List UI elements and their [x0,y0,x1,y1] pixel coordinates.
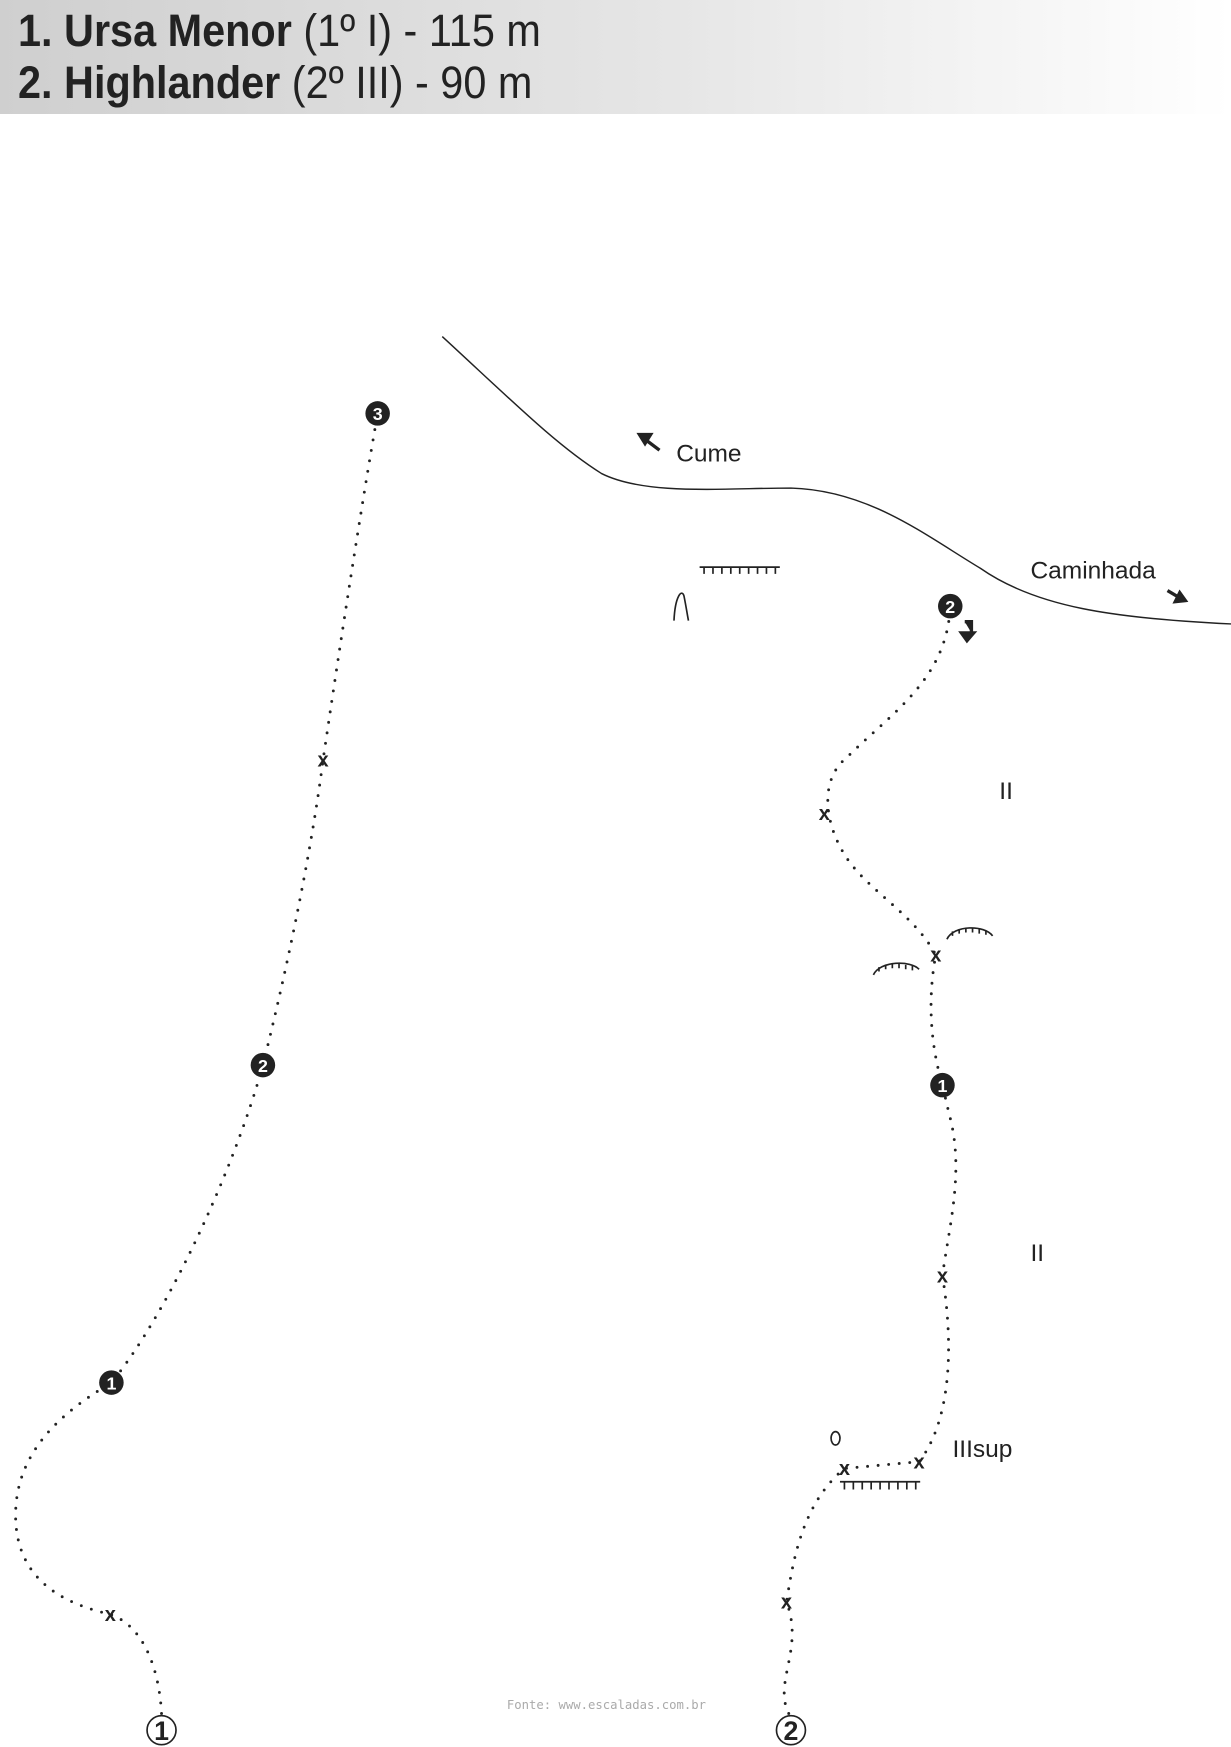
overhang-icon [872,927,994,976]
svg-text:2: 2 [945,597,955,617]
route2-name: Highlander [64,57,281,108]
route2-title: 2. Highlander (2º III) - 90 m [18,58,532,108]
bolt-marker: x [839,1458,850,1480]
route1-grade: (1º I) - 115 m [303,5,541,56]
arrow-down-icon [958,620,978,644]
svg-text:1: 1 [938,1076,948,1096]
arrow-up-left-icon [636,432,661,452]
route2-path [782,604,958,1715]
bolt-marker: x [317,750,328,772]
route1-number: 1. [18,5,53,56]
route1-belay-3: 3 [365,401,390,426]
route2-belay-1: 1 [930,1072,955,1098]
source-credit: Fonte: www.escaladas.com.br [507,1698,706,1712]
grade-label: IIIsup [952,1436,1012,1463]
route1-belay-1: 1 [99,1370,124,1395]
route2-grade: (2º III) - 90 m [291,57,533,108]
route2-number: 2. [18,57,53,108]
route2-belay-2: 2 [938,593,963,619]
route1-path [14,411,380,1715]
route2-start-marker: 2 [775,1714,807,1746]
bolt-marker: x [781,1592,792,1614]
summit-label: Cume [676,440,741,467]
route1-start-marker: 1 [146,1714,177,1746]
bolt-marker: x [105,1604,116,1626]
svg-text:1: 1 [106,1373,116,1393]
ridge-line [441,336,1231,625]
bolt-marker: x [819,803,830,825]
route1-name: Ursa Menor [64,5,292,56]
bolt-marker: x [937,1265,948,1287]
arch-icon [673,592,690,621]
roof-icon [699,566,780,574]
arrow-down-right-icon [1166,589,1189,604]
route1-belay-2: 2 [250,1052,276,1078]
svg-text:3: 3 [373,404,383,424]
walk-label: Caminhada [1030,557,1156,584]
svg-text:1: 1 [154,1716,169,1746]
svg-text:2: 2 [258,1056,268,1076]
grade-label: II [1030,1240,1044,1267]
grade-label: II [999,778,1013,805]
svg-text:2: 2 [784,1716,799,1746]
bolt-marker: x [913,1451,924,1473]
route1-title: 1. Ursa Menor (1º I) - 115 m [18,6,541,56]
hold-icon [830,1430,841,1446]
ledge-icon [839,1480,921,1490]
title-banner: 1. Ursa Menor (1º I) - 115 m 2. Highland… [0,0,1231,114]
bolt-marker: x [930,945,941,967]
